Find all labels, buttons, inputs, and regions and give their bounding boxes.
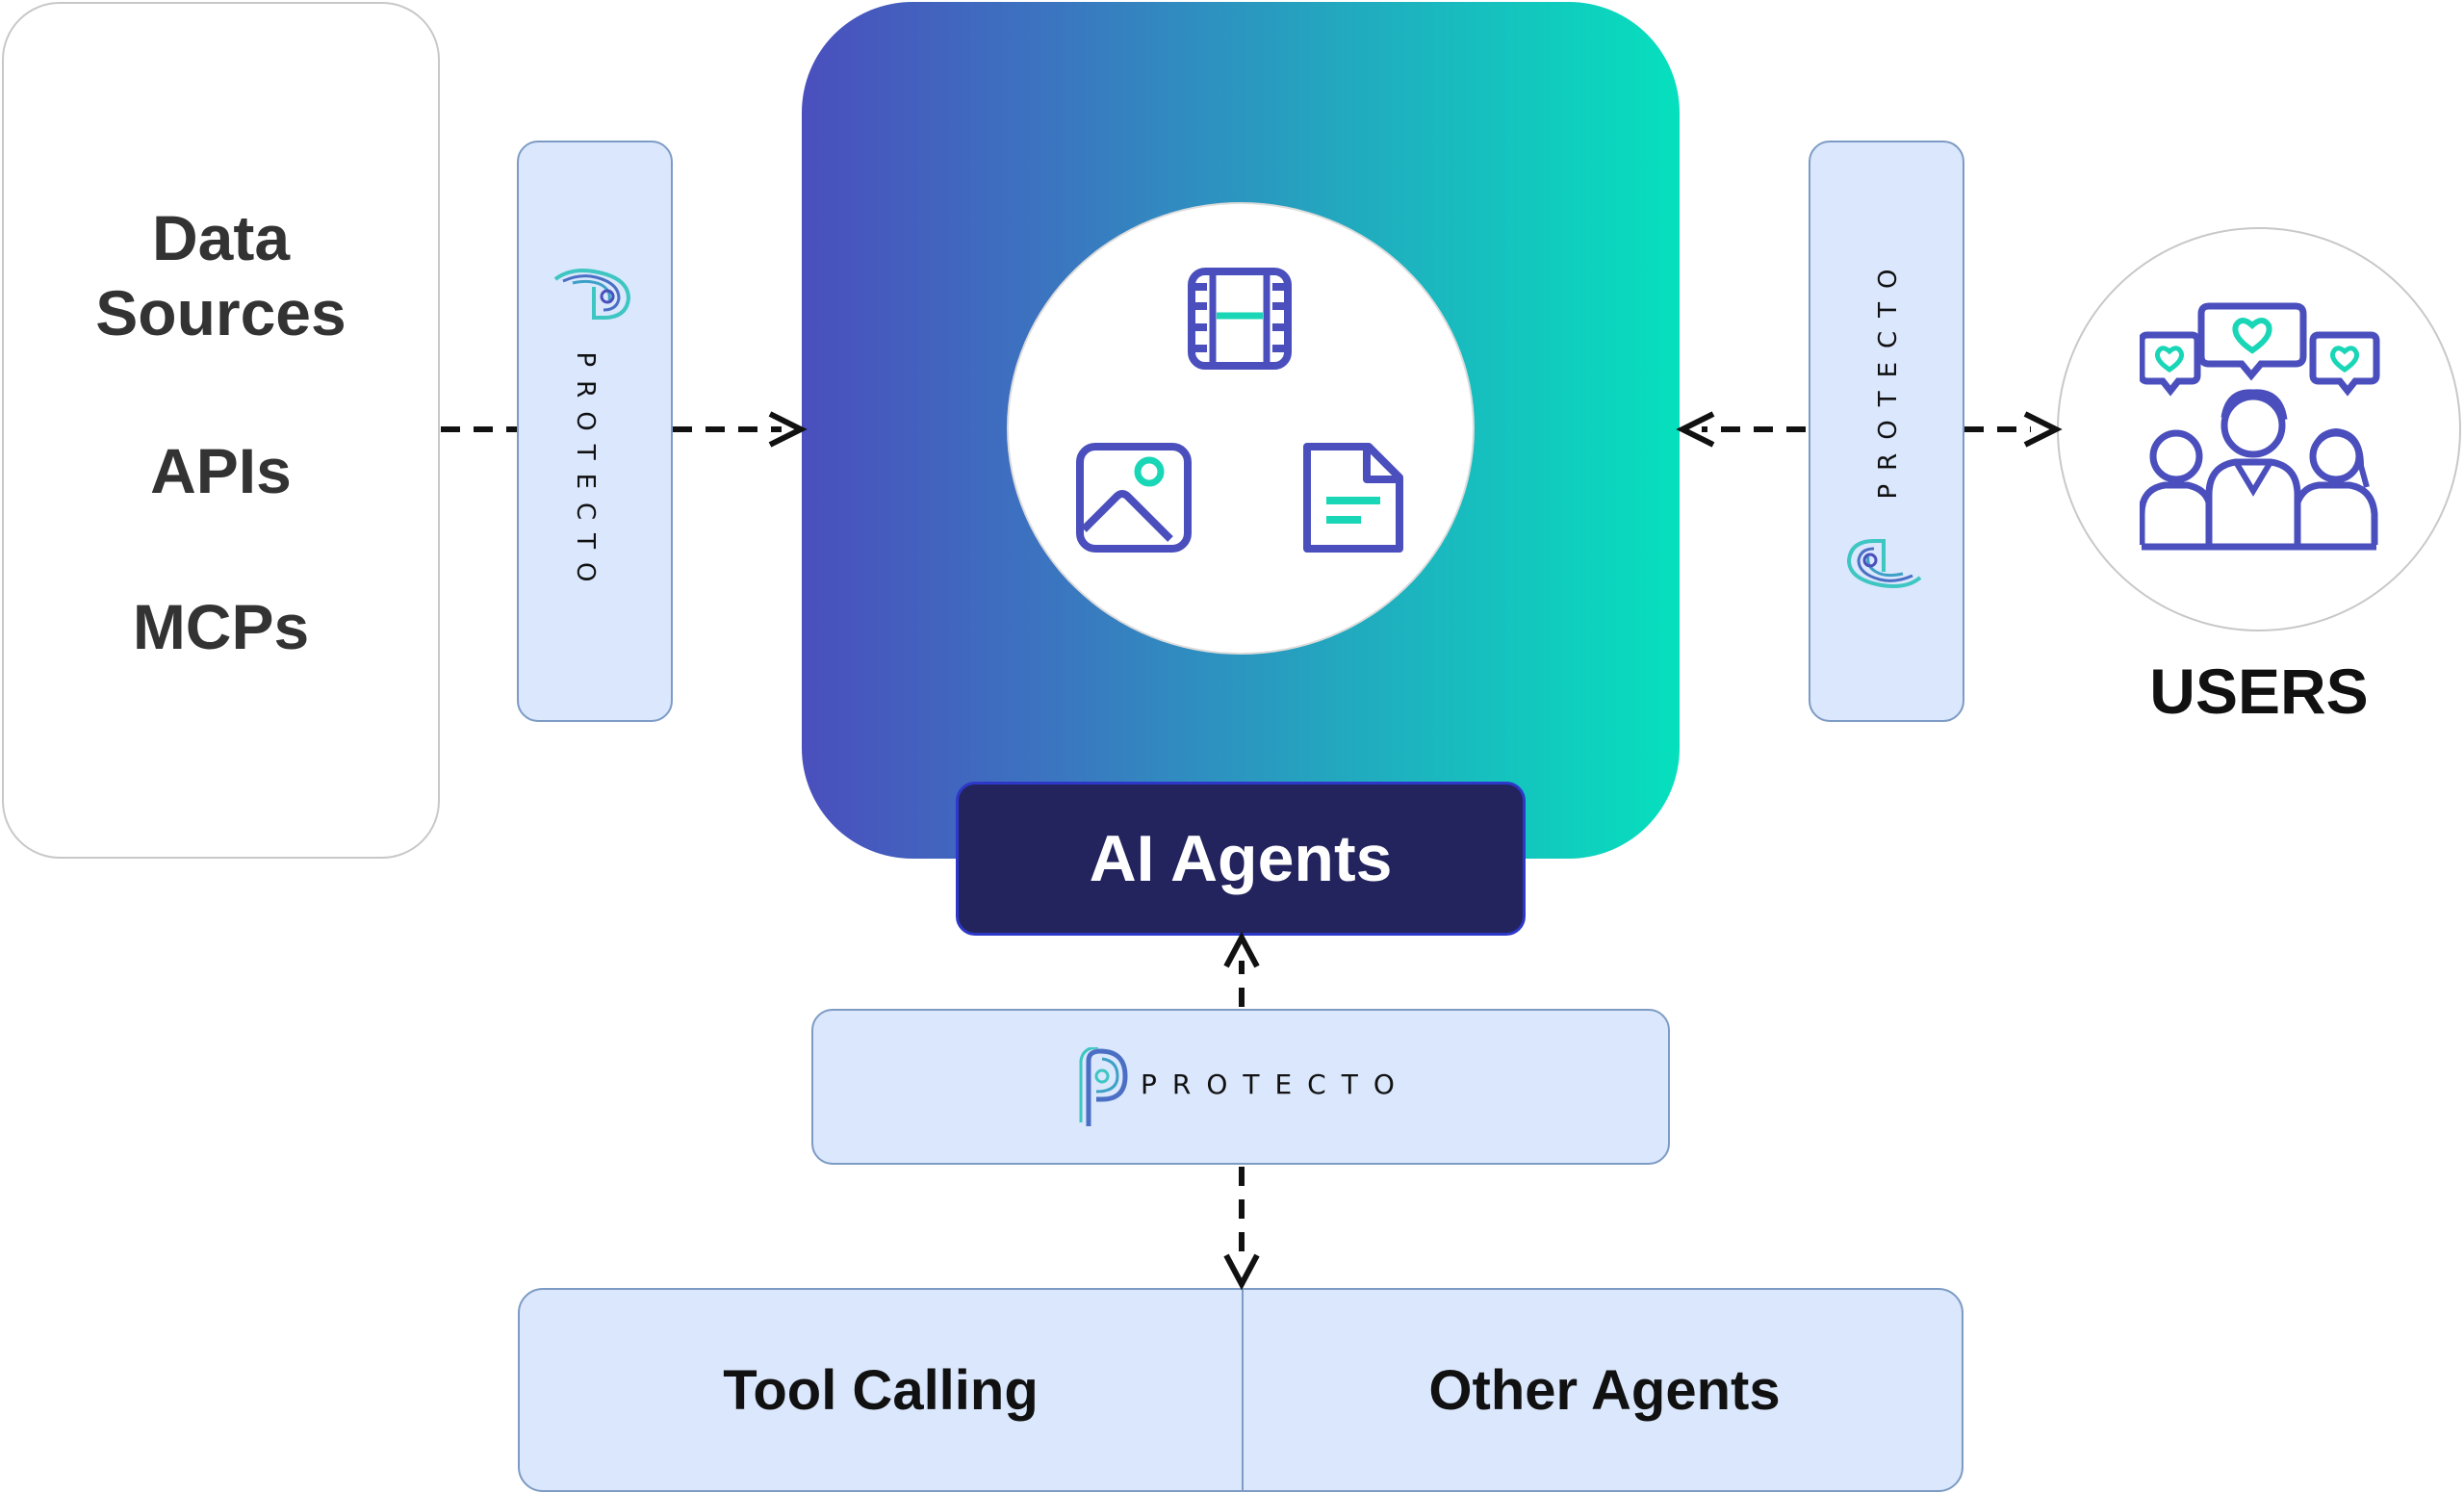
users-circle xyxy=(2057,227,2461,631)
film-icon xyxy=(1188,268,1292,370)
protecto-logo-icon xyxy=(1079,1047,1128,1126)
arrowhead-right-users xyxy=(2023,411,2063,448)
ai-agents-label: AI Agents xyxy=(956,782,1526,936)
destinations-box: Tool Calling Other Agents xyxy=(518,1288,1964,1492)
media-circle xyxy=(1007,202,1475,655)
other-agents-label: Other Agents xyxy=(1428,1358,1781,1422)
source-label-mcps: MCPs xyxy=(132,591,310,662)
destinations-divider xyxy=(1242,1290,1244,1490)
arrowhead-down-tools xyxy=(1223,1253,1260,1291)
protecto-filter-bottom: PROTECTO xyxy=(811,1009,1670,1165)
protecto-filter-right: PROTECTO xyxy=(1809,141,1964,722)
protecto-text-bottom: PROTECTO xyxy=(1141,1068,1410,1100)
arrowhead-right-agents xyxy=(768,411,808,448)
data-sources-panel: Data Sources APIs MCPs xyxy=(2,2,440,859)
source-label-data: Data xyxy=(151,202,291,273)
protecto-logo-icon xyxy=(553,269,631,320)
tool-calling-label: Tool Calling xyxy=(723,1358,1039,1422)
users-label: USERS xyxy=(2149,656,2369,727)
users-group-icon xyxy=(2140,302,2380,551)
arrowhead-left-agents xyxy=(1676,411,1715,448)
arrowhead-up-agents xyxy=(1223,931,1260,968)
protecto-filter-left: PROTECTO xyxy=(517,141,673,722)
source-label-apis: APIs xyxy=(150,435,292,506)
protecto-logo-icon xyxy=(1846,539,1922,588)
image-icon xyxy=(1076,443,1192,553)
source-label-sources: Sources xyxy=(95,277,346,348)
document-icon xyxy=(1303,443,1403,553)
